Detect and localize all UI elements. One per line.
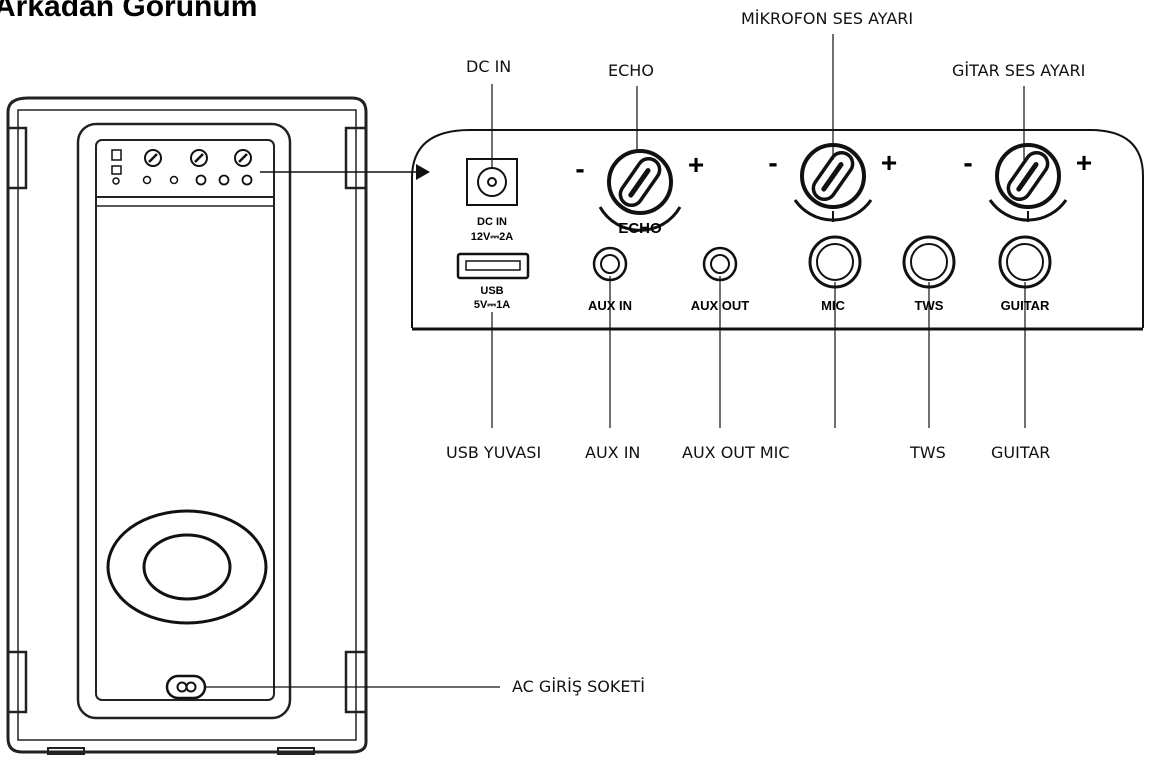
mic-minus: - [768, 147, 777, 178]
callout-mic-volume: MİKROFON SES AYARI [741, 9, 914, 28]
control-panel-outline [411, 129, 1144, 328]
usb-rating: 5V⎓1A [474, 299, 510, 311]
echo-plus: + [688, 149, 704, 180]
callout-guitar: GUITAR [991, 443, 1051, 462]
ac-socket-icon [165, 674, 207, 700]
callout-echo: ECHO [608, 61, 654, 80]
guitar-minus: - [963, 147, 972, 178]
mic-jack-label: MIC [821, 298, 845, 313]
dc-in-label: DC IN [477, 216, 507, 228]
echo-knob-label: ECHO [618, 220, 662, 237]
leader-lines [491, 34, 1026, 428]
mic-jack-icon [808, 235, 862, 289]
dc-in-rating: 12V⎓2A [471, 231, 513, 243]
callout-aux-out-mic: AUX OUT MIC [682, 443, 790, 462]
usb-port-icon [456, 252, 530, 280]
callout-dc-in: DC IN [466, 57, 512, 76]
callout-usb-slot: USB YUVASI [446, 443, 542, 462]
aux-in-jack-icon [592, 246, 628, 282]
mic-plus: + [881, 147, 897, 178]
page-title: Arkadan Görünüm [0, 0, 258, 23]
aux-out-jack-icon [702, 246, 738, 282]
tws-jack-icon [902, 235, 956, 289]
guitar-jack-icon [998, 235, 1052, 289]
echo-knob-icon [609, 151, 671, 213]
handle [106, 509, 268, 625]
callout-aux-in: AUX IN [585, 443, 641, 462]
callout-guitar-volume: GİTAR SES AYARI [952, 61, 1086, 80]
mini-control-panel [111, 149, 253, 186]
callout-tws: TWS [910, 443, 946, 462]
guitar-plus: + [1076, 147, 1092, 178]
guitar-knob-icon [997, 145, 1059, 207]
echo-arc [598, 206, 682, 232]
callout-ac-socket: AC GİRİŞ SOKETİ [512, 677, 645, 696]
usb-label: USB [480, 285, 503, 297]
echo-minus: - [575, 153, 584, 184]
speaker-body [6, 96, 368, 755]
arrow-icon [416, 164, 430, 180]
